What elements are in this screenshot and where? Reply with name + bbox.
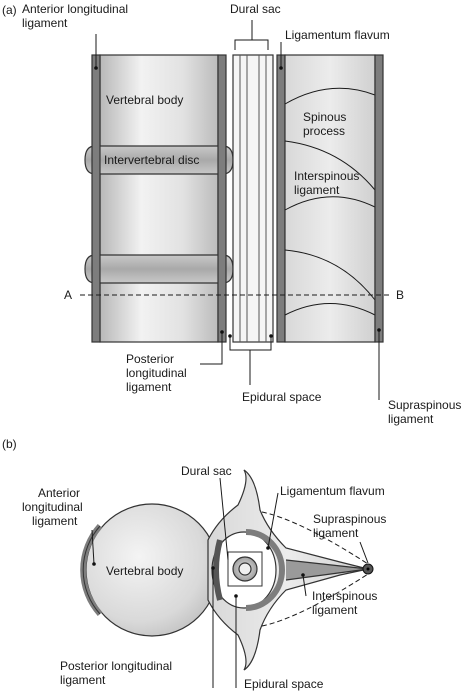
dot: [366, 567, 370, 571]
label-line: ligament: [313, 526, 359, 540]
label-ligamentum-flavum-a: Ligamentum flavum: [285, 28, 390, 42]
bracket-dural-sac-a: [234, 20, 269, 50]
label-line: Spinous: [303, 110, 346, 124]
label-line: Posterior longitudinal: [60, 659, 172, 673]
label-line: ligament: [32, 514, 78, 528]
label-posterior-longitudinal-ligament-b: Posterior longitudinal ligament: [60, 659, 175, 687]
supraspinous-ligament-band: [374, 54, 384, 343]
anterior-longitudinal-ligament-band: [91, 54, 101, 343]
dot: [301, 573, 305, 577]
dot: [279, 66, 283, 70]
dot: [92, 562, 96, 566]
leader-interspinous-ligament-b: [302, 574, 307, 597]
leader-posterior-longitudinal-ligament-a: [200, 332, 223, 365]
label-line: Posterior: [126, 352, 174, 366]
ligamentum-flavum-band: [276, 54, 286, 343]
label-vertebral-body-a: Vertebral body: [106, 93, 183, 107]
label-vertebral-body-b: Vertebral body: [106, 564, 183, 578]
spinous-column: [284, 54, 376, 343]
section-label-b: B: [396, 288, 404, 302]
label-dural-sac-b: Dural sac: [181, 464, 232, 478]
label-interspinous-ligament-b: Interspinous ligament: [312, 589, 381, 617]
label-line: ligament: [312, 603, 358, 617]
label-intervertebral-disc-a: Intervertebral disc: [104, 153, 199, 167]
label-anterior-longitudinal-ligament-b: Anterior longitudinal ligament: [22, 486, 86, 528]
panel-a-marker: (a): [2, 3, 17, 17]
spinous-curve-3: [284, 196, 376, 211]
label-line: ligament: [294, 183, 340, 197]
dot: [228, 334, 232, 338]
dot: [94, 66, 98, 70]
label-epidural-space-a: Epidural space: [242, 390, 322, 404]
leader-anterior-longitudinal-ligament-b: [91, 529, 95, 565]
anterior-ligament-outline-b: [82, 525, 101, 615]
label-line: Anterior: [38, 486, 80, 500]
label-supraspinous-ligament-a: Supraspinous ligament: [388, 398, 465, 426]
dot: [220, 330, 224, 334]
label-line: Supraspinous: [313, 512, 386, 526]
panel-b: (b) Dural sac Anterior longitudinal: [2, 437, 390, 691]
label-line: process: [303, 124, 345, 138]
spinous-curve-5: [284, 303, 376, 316]
dot: [211, 566, 215, 570]
label-spinous-process-a: Spinous process: [303, 110, 350, 138]
label-line: ligament: [126, 380, 172, 394]
label-anterior-longitudinal-ligament-a: Anterior longitudinal ligament: [22, 2, 131, 30]
interspinous-dash-bottom-b: [261, 573, 369, 627]
intervertebral-disc-lower: [84, 254, 234, 284]
ligamentum-flavum-arc-b: [245, 529, 285, 611]
leader-dural-sac-b: [219, 477, 229, 561]
spinal-cord-inner-b: [238, 562, 252, 576]
dural-sac-box-b: [227, 551, 263, 587]
label-ligamentum-flavum-b: Ligamentum flavum: [280, 484, 385, 498]
spinous-column-shape: [284, 54, 376, 343]
label-line: Supraspinous: [388, 398, 461, 412]
spinous-curve-1: [284, 87, 376, 105]
bracket-epidural-space-a: [229, 336, 272, 385]
label-line: ligament: [60, 673, 106, 687]
label-line: Interspinous: [312, 589, 377, 603]
label-line: Interspinous: [294, 169, 359, 183]
label-line: longitudinal: [126, 366, 187, 380]
label-interspinous-ligament-a: Interspinous ligament: [294, 169, 363, 197]
dural-sac-shape: [232, 54, 274, 343]
section-label-a: A: [64, 288, 72, 302]
dot: [234, 594, 238, 598]
vertebral-body-column: [84, 54, 234, 343]
spinous-curve-2: [284, 140, 376, 191]
dot: [266, 546, 270, 550]
label-line: Anterior longitudinal: [22, 2, 128, 16]
label-epidural-space-b: Epidural space: [244, 677, 324, 691]
label-supraspinous-ligament-b: Supraspinous ligament: [313, 512, 390, 540]
dural-sac-column: [232, 54, 274, 343]
posterior-longitudinal-ligament-band: [217, 54, 227, 343]
dot: [269, 334, 273, 338]
interspinous-dash-top-b: [261, 511, 369, 565]
posterior-longitudinal-ligament-b: [213, 539, 223, 601]
leader-ligamentum-flavum-b: [267, 492, 279, 549]
label-line: longitudinal: [22, 500, 83, 514]
vertebral-body-shape: [99, 54, 219, 343]
label-posterior-longitudinal-ligament-a: Posterior longitudinal ligament: [126, 352, 190, 394]
label-dural-sac-a: Dural sac: [230, 2, 281, 16]
leader-supraspinous-ligament-b: [359, 541, 369, 564]
label-line: ligament: [22, 16, 68, 30]
panel-a: (a): [2, 2, 465, 426]
spinous-curve-4: [284, 249, 376, 301]
label-line: ligament: [388, 412, 434, 426]
panel-b-marker: (b): [2, 437, 17, 451]
dot: [377, 328, 381, 332]
